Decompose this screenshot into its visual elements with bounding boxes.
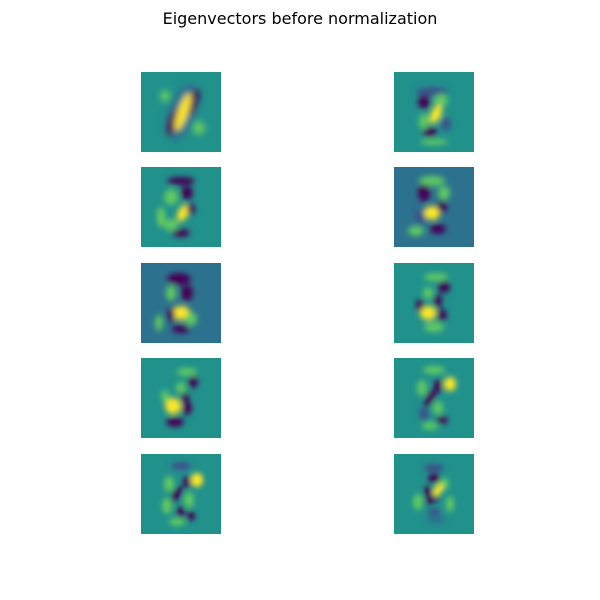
eigenvector-heatmap-9: [141, 454, 221, 534]
eigenvector-image-1: [141, 72, 221, 152]
eigenvector-heatmap-4: [394, 167, 474, 247]
eigenvector-heatmap-6: [394, 263, 474, 343]
eigenvector-heatmap-3: [141, 167, 221, 247]
eigenvector-heatmap-2: [394, 72, 474, 152]
eigenvector-heatmap-1: [141, 72, 221, 152]
eigenvector-image-5: [141, 263, 221, 343]
eigenvector-heatmap-5: [141, 263, 221, 343]
eigenvector-image-4: [394, 167, 474, 247]
eigenvector-image-7: [141, 358, 221, 438]
eigenvector-image-2: [394, 72, 474, 152]
eigenvector-heatmap-8: [394, 358, 474, 438]
eigenvector-image-8: [394, 358, 474, 438]
eigenvector-heatmap-10: [394, 454, 474, 534]
eigenvector-heatmap-7: [141, 358, 221, 438]
eigenvector-image-10: [394, 454, 474, 534]
figure-title: Eigenvectors before normalization: [162, 9, 438, 28]
eigenvector-image-3: [141, 167, 221, 247]
eigenvector-image-6: [394, 263, 474, 343]
eigenvector-image-9: [141, 454, 221, 534]
